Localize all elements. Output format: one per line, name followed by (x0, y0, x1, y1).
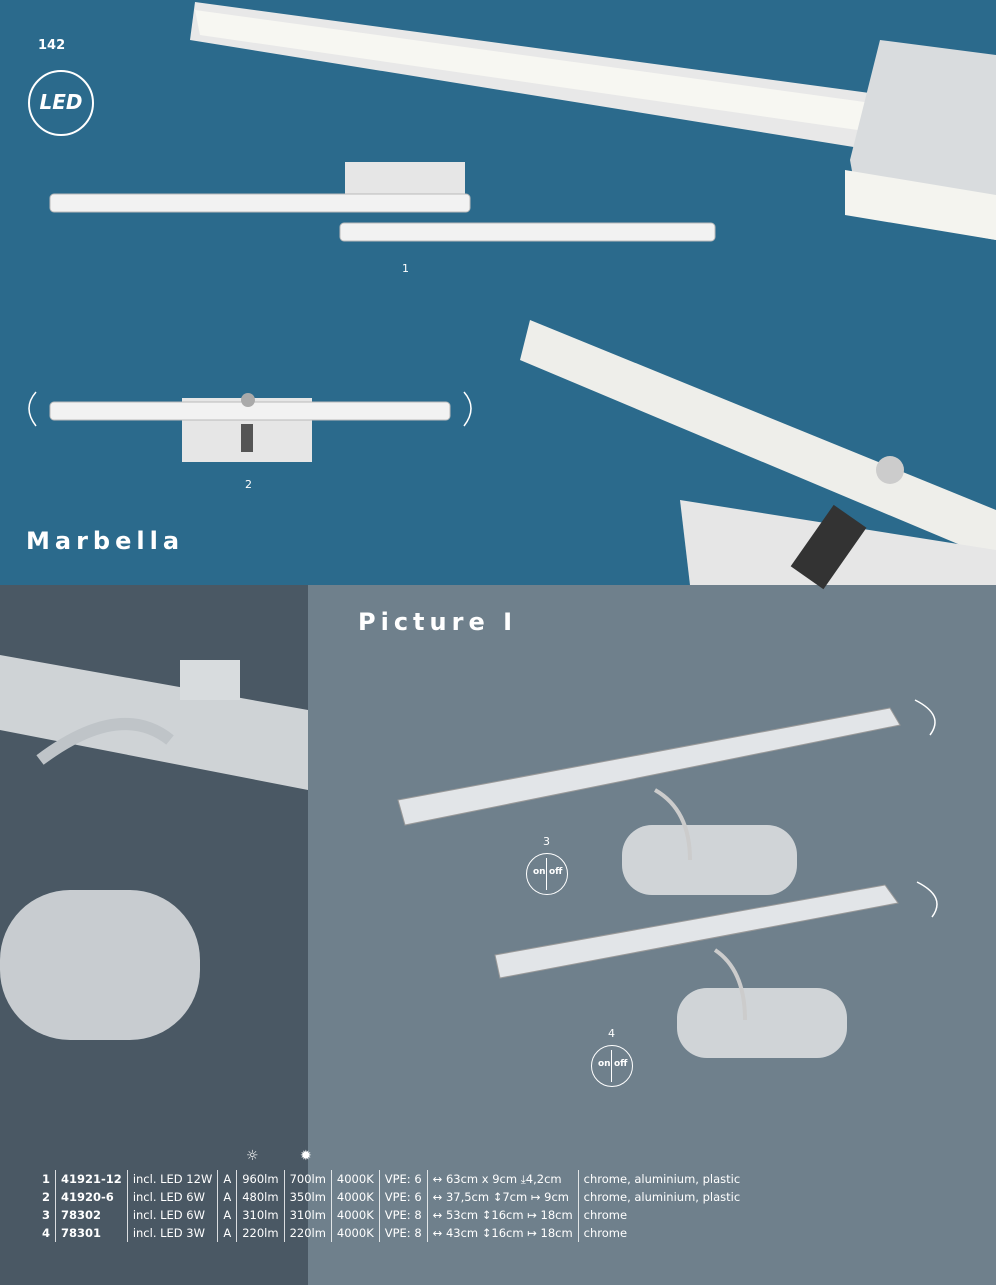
spec-cell: 4000K (330, 1170, 380, 1188)
switch-icon-4: on off (591, 1045, 633, 1087)
spec-cell: A (217, 1206, 237, 1224)
spec-cell: 78302 (55, 1206, 128, 1224)
spec-cell: 2 (42, 1190, 51, 1204)
spec-cell: 4000K (330, 1206, 380, 1224)
spec-cell: VPE: 8 (378, 1224, 428, 1242)
spec-cell: chrome (577, 1206, 746, 1224)
spec-cell: incl. LED 12W (126, 1170, 218, 1188)
spec-cell: 220lm (236, 1224, 285, 1242)
spec-cell: incl. LED 6W (126, 1206, 218, 1224)
page-number: 142 (38, 38, 66, 53)
spec-cell: 700lm (283, 1170, 332, 1188)
switch-on-label: on (533, 867, 546, 877)
spec-cell: 3 (42, 1208, 51, 1222)
spec-cell: A (217, 1224, 237, 1242)
spec-cell: incl. LED 3W (126, 1224, 218, 1242)
spec-cell: VPE: 6 (378, 1170, 428, 1188)
marbella-title: Marbella (26, 527, 185, 555)
marbella-product-1-image (49, 162, 716, 242)
spec-cell: 4000K (330, 1224, 380, 1242)
spec-cell: A (217, 1170, 237, 1188)
product-label-1: 1 (402, 262, 409, 275)
bulb-icon: ☼ (246, 1148, 259, 1164)
spec-cell: 41920-6 (55, 1188, 128, 1206)
spec-cell: ↔ 37,5cm ↕7cm ↦ 9cm (426, 1188, 579, 1206)
switch-off-label: off (614, 1059, 628, 1069)
spec-cell: VPE: 8 (378, 1206, 428, 1224)
spec-cell: incl. LED 6W (126, 1188, 218, 1206)
spec-cell: 960lm (236, 1170, 285, 1188)
product-label-4: 4 (608, 1027, 615, 1040)
picture-closeup-image (0, 655, 308, 1040)
spec-cell: 310lm (236, 1206, 285, 1224)
spec-cell: 310lm (283, 1206, 332, 1224)
marbella-closeup-image (190, 2, 996, 240)
spec-cell: ↔ 43cm ↕16cm ↦ 18cm (426, 1224, 579, 1242)
switch-off-label: off (549, 867, 563, 877)
spec-cell: 480lm (236, 1188, 285, 1206)
product-label-2: 2 (245, 478, 252, 491)
spec-cell: chrome (577, 1224, 746, 1242)
spec-cell: ↔ 53cm ↕16cm ↦ 18cm (426, 1206, 579, 1224)
marbella-product-2-image (28, 391, 472, 462)
spec-cell: chrome, aluminium, plastic (577, 1170, 746, 1188)
spec-cell: ↔ 63cm x 9cm ⤓4,2cm (426, 1170, 579, 1188)
spec-cell: 4000K (330, 1188, 380, 1206)
picture-light-3-image (397, 699, 936, 895)
spec-cell: 4 (42, 1226, 51, 1240)
spec-cell: 350lm (283, 1188, 332, 1206)
bulb-rays-icon: ✹ (300, 1148, 312, 1164)
spec-cell: 220lm (283, 1224, 332, 1242)
led-badge-icon: LED (28, 70, 94, 136)
product-label-3: 3 (543, 835, 550, 848)
switch-icon-3: on off (526, 853, 568, 895)
spec-cell: VPE: 6 (378, 1188, 428, 1206)
led-badge-label: LED (39, 90, 83, 114)
spec-cell: 1 (42, 1172, 51, 1186)
spec-cell: 41921-12 (55, 1170, 128, 1188)
spec-cell: chrome, aluminium, plastic (577, 1188, 746, 1206)
marbella-angled-image (520, 320, 996, 590)
picture-title: Picture I (358, 608, 517, 636)
spec-cell: A (217, 1188, 237, 1206)
picture-light-4-image (494, 881, 938, 1058)
switch-on-label: on (598, 1059, 611, 1069)
spec-cell: 78301 (55, 1224, 128, 1242)
